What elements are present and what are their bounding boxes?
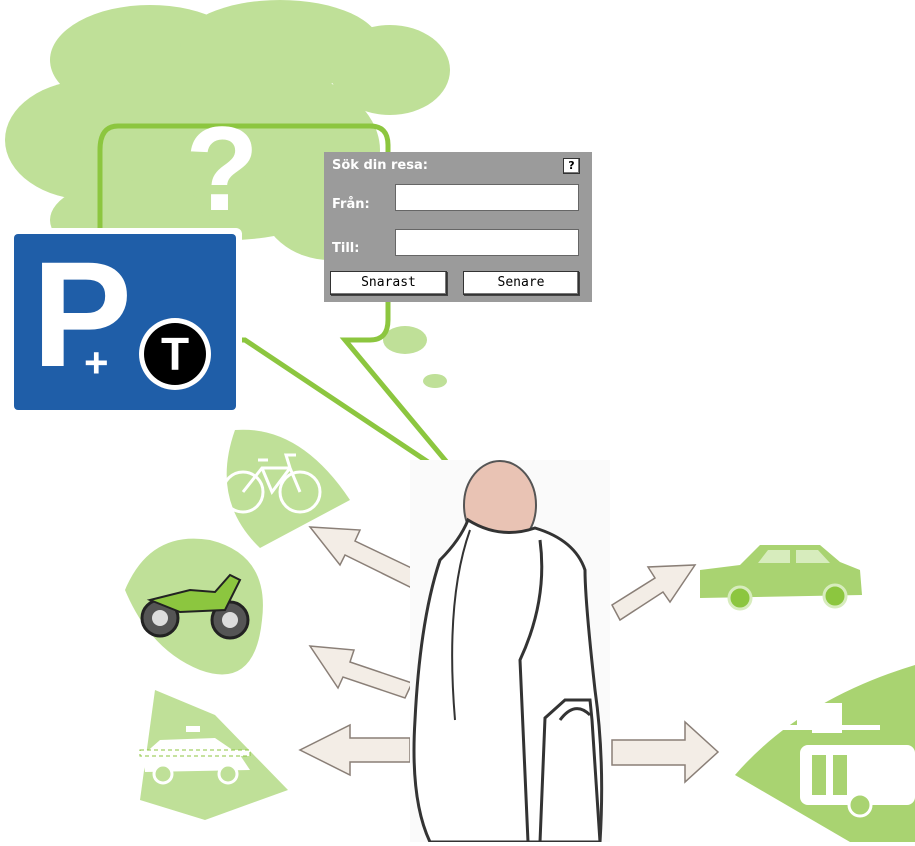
help-button[interactable]: ?: [563, 158, 580, 174]
from-label: Från:: [332, 197, 370, 212]
park-and-ride-sign: P + T: [8, 228, 242, 416]
to-label: Till:: [332, 241, 359, 256]
later-button[interactable]: Senare: [463, 271, 579, 295]
arrow-to-bicycle: [310, 527, 422, 588]
arrow-to-motorcycle: [310, 646, 412, 698]
question-mark: ?: [185, 102, 258, 236]
parking-letter: P: [32, 230, 132, 398]
taxi-icon[interactable]: [140, 690, 288, 820]
soonest-button[interactable]: Snarast: [330, 271, 447, 295]
from-field[interactable]: [395, 184, 579, 211]
car-icon[interactable]: [700, 545, 862, 609]
arrow-to-taxi: [300, 725, 410, 775]
motorcycle-icon[interactable]: [125, 539, 263, 675]
to-field[interactable]: [395, 229, 579, 256]
widget-title: Sök din resa:: [332, 158, 428, 173]
person-figure: [410, 460, 610, 842]
arrow-to-car: [612, 565, 695, 620]
transit-t-icon: T: [161, 328, 189, 380]
arrow-to-bus: [612, 722, 718, 782]
plus-sign: +: [84, 339, 109, 386]
bus-city-icon[interactable]: [735, 665, 915, 842]
